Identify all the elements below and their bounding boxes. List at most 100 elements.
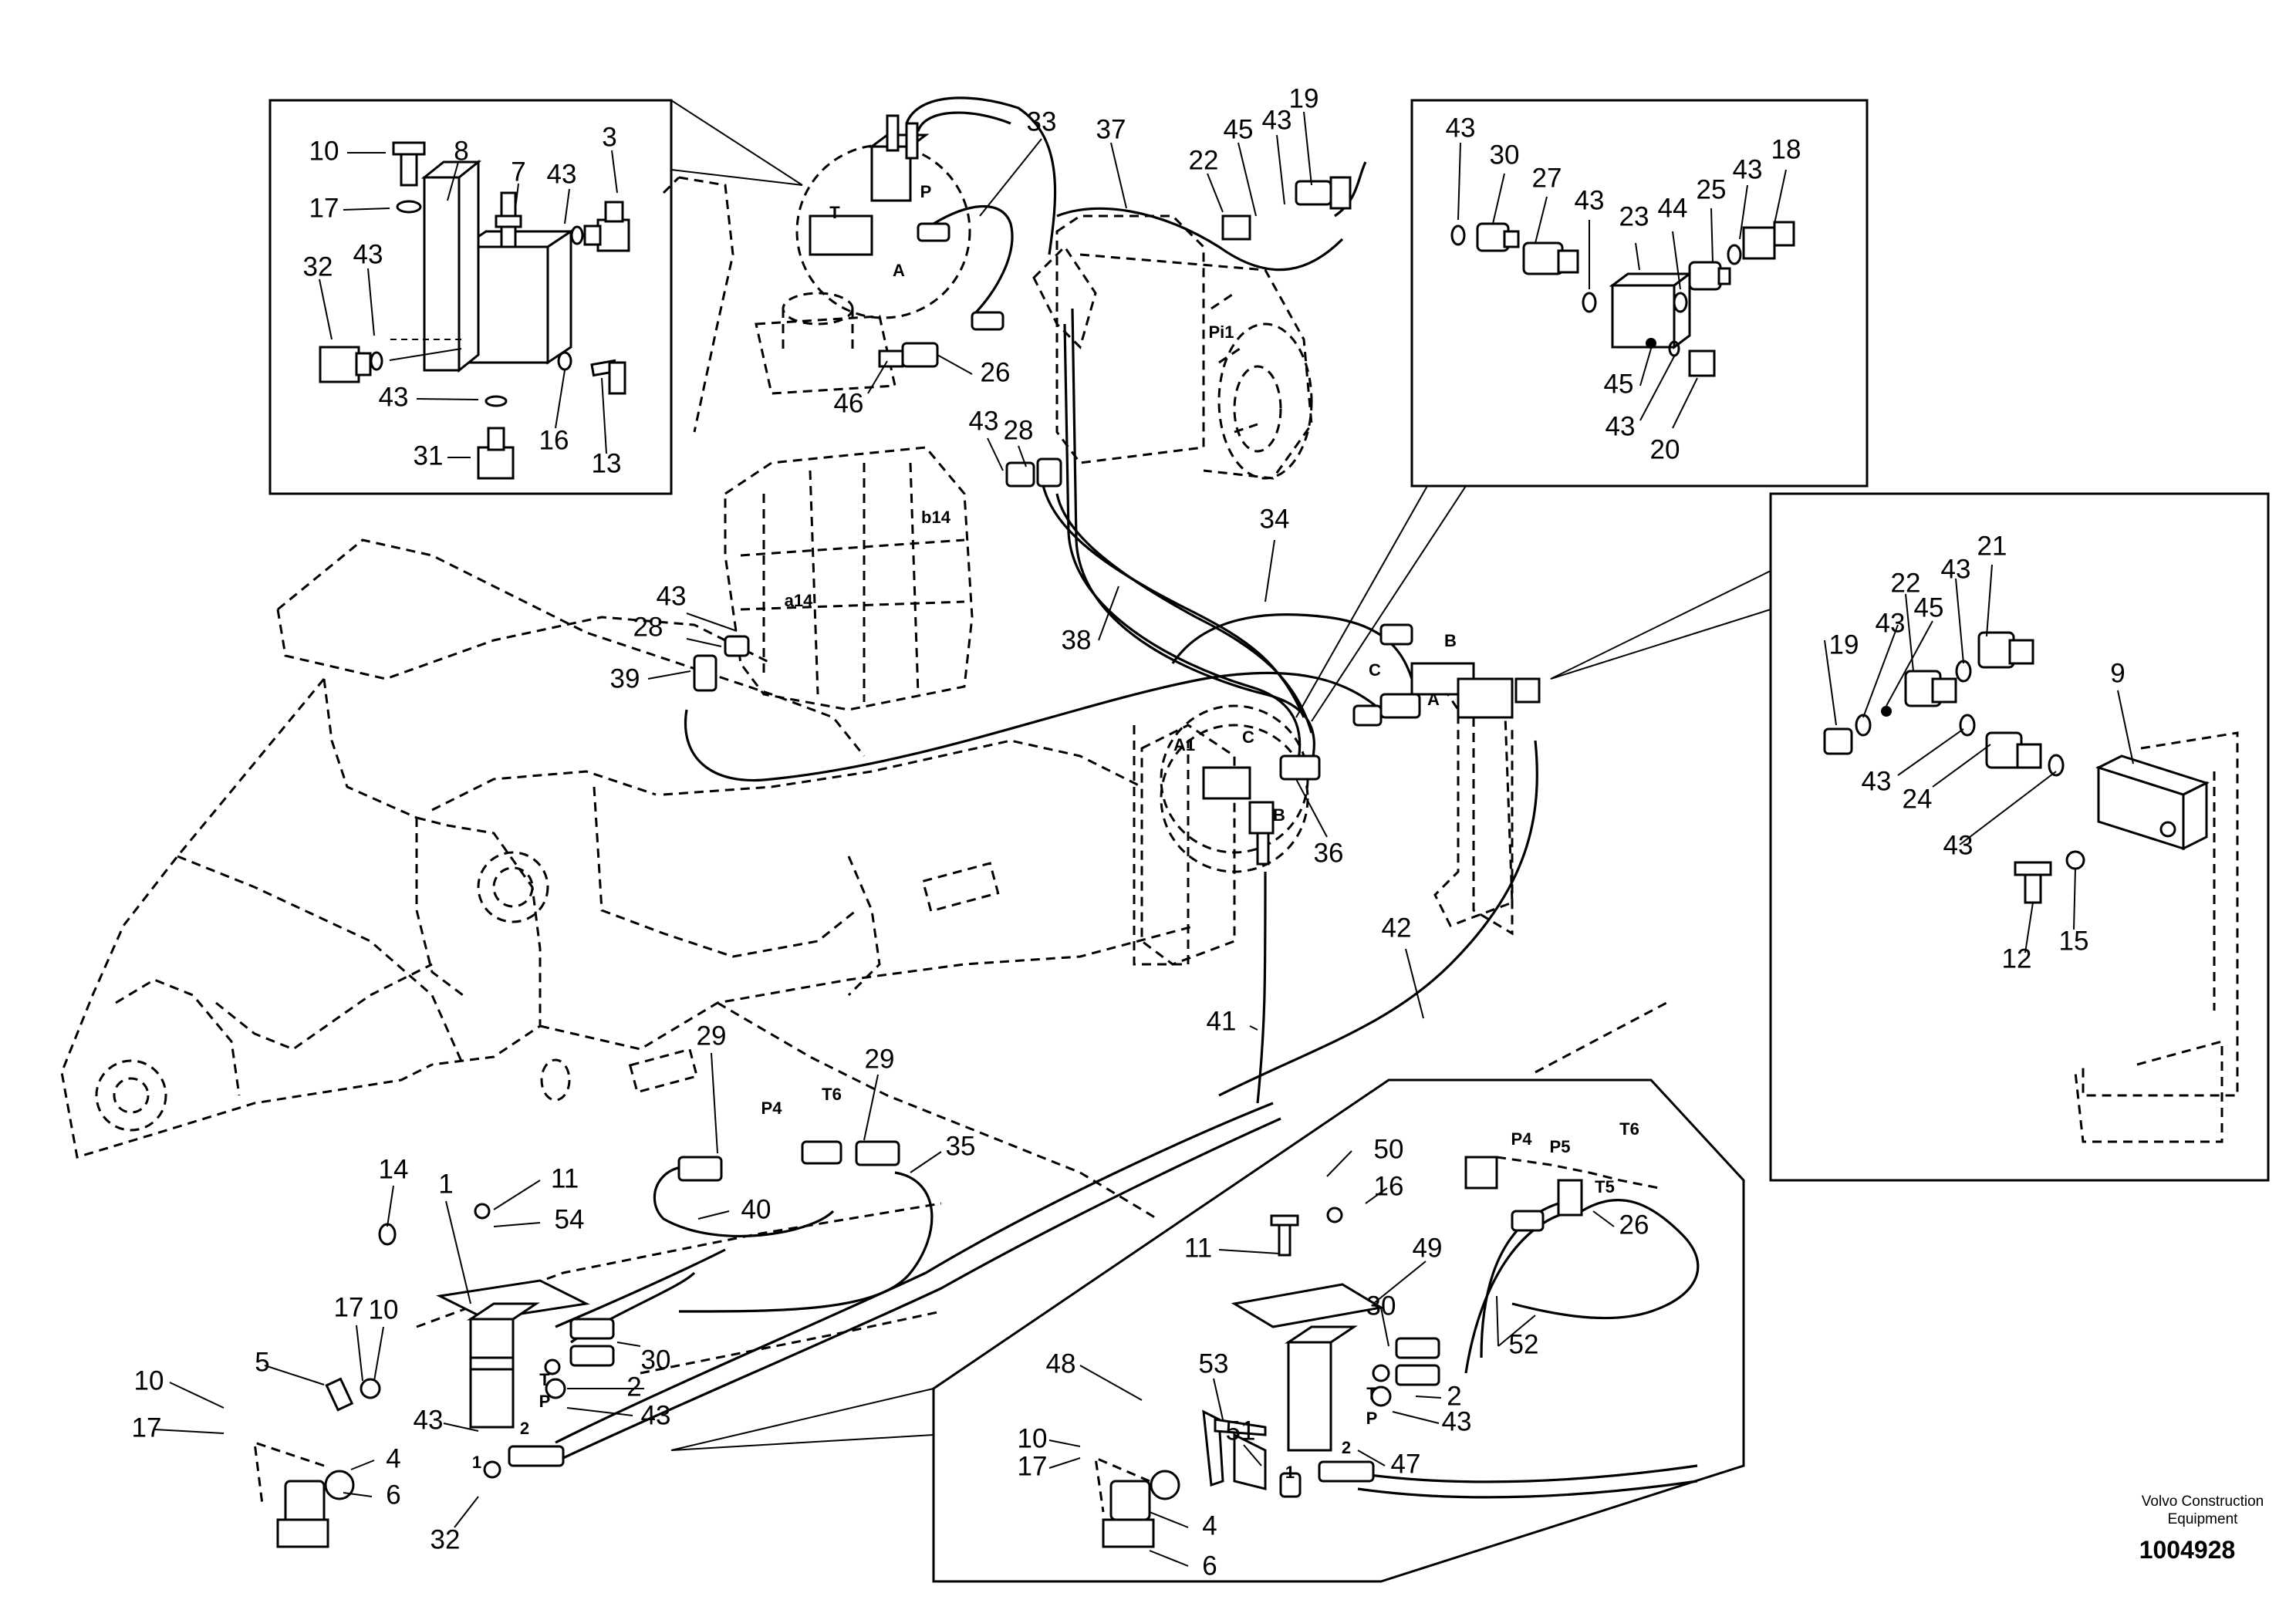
port-label: P5 <box>1550 1137 1571 1156</box>
detail-circle-mid <box>1160 724 1309 873</box>
port-label: B <box>1273 805 1285 825</box>
callout-label: 52 <box>1509 1329 1539 1359</box>
callout-label: 19 <box>1289 83 1319 113</box>
callout-label: 43 <box>1941 554 1971 584</box>
callout-label: 43 <box>414 1405 444 1435</box>
pedal-assembly-left <box>253 1203 615 1548</box>
callout-label: 17 <box>1018 1451 1048 1481</box>
callout-label: 20 <box>1650 434 1680 464</box>
callout-label: 25 <box>1697 174 1727 204</box>
port-label: T <box>539 1370 550 1389</box>
port-label: T5 <box>1595 1177 1615 1196</box>
port-label: b14 <box>921 508 951 527</box>
callout-label: 31 <box>414 440 444 471</box>
port-label: 2 <box>520 1419 529 1438</box>
callout-label: 28 <box>633 612 663 642</box>
callout-label: 39 <box>610 663 640 694</box>
port-label: T <box>829 203 840 222</box>
callout-label: 43 <box>547 159 577 189</box>
callout-label: 9 <box>2110 658 2125 688</box>
callout-label: 3 <box>602 122 616 152</box>
callout-label: 30 <box>1366 1291 1396 1321</box>
brand-line-1: Volvo Construction <box>2142 1493 2264 1510</box>
callout-label: 37 <box>1096 114 1126 144</box>
callout-label: 10 <box>134 1365 164 1396</box>
callout-label: 44 <box>1658 193 1688 223</box>
port-label: T6 <box>1619 1119 1639 1139</box>
callout-label: 43 <box>1876 608 1906 638</box>
callout-label: 10 <box>369 1294 399 1325</box>
callout-label: 43 <box>353 239 383 269</box>
port-label: T6 <box>822 1085 842 1104</box>
callout-label: 45 <box>1224 114 1254 144</box>
callout-label: 16 <box>539 425 569 455</box>
callout-label: 29 <box>865 1044 895 1074</box>
callout-label: 15 <box>2059 926 2089 956</box>
callout-label: 6 <box>1202 1551 1217 1581</box>
brand-line-2: Equipment <box>2168 1511 2239 1527</box>
callout-label: 50 <box>1374 1134 1404 1164</box>
selector-valve-bracket <box>1140 677 1514 966</box>
callout-label: 23 <box>1619 201 1649 231</box>
callout-label: 43 <box>657 581 687 611</box>
callout-labels: 10 8 7 43 3 17 32 43 43 16 13 31 33 37 2… <box>132 83 2125 1581</box>
callout-label: 51 <box>1226 1416 1256 1446</box>
port-labels: T P A Pi1 b14 a14 B C A A1 C B P4 T6 T P… <box>472 182 1639 1482</box>
callout-label: 16 <box>1374 1171 1404 1201</box>
port-label: 1 <box>472 1453 481 1472</box>
callout-label: 43 <box>1862 766 1892 796</box>
callout-label: 4 <box>1202 1510 1217 1541</box>
port-label: B <box>1444 631 1457 650</box>
port-label: A <box>893 261 905 280</box>
fittings-cluster <box>677 114 1541 1182</box>
branding-block: Volvo Construction Equipment 1004928 <box>2139 1493 2264 1564</box>
machine-frame-outline <box>60 176 1667 1375</box>
callout-label: 43 <box>641 1400 671 1430</box>
callout-label: 28 <box>1004 415 1034 445</box>
callout-label: 32 <box>303 251 333 282</box>
callout-label: 48 <box>1046 1348 1076 1379</box>
callout-label: 38 <box>1062 625 1092 655</box>
pilot-valve-assembly-detail <box>319 141 630 480</box>
port-label: P <box>920 182 932 201</box>
callout-label: 11 <box>1184 1233 1212 1263</box>
callout-label: 36 <box>1314 838 1344 868</box>
callout-label: 6 <box>386 1480 400 1510</box>
callout-label: 30 <box>641 1345 671 1375</box>
port-label: T <box>1366 1384 1377 1403</box>
callout-label: 45 <box>1604 369 1634 399</box>
adapter-assembly-detail <box>1450 221 1795 377</box>
callout-label: 35 <box>946 1131 976 1161</box>
callout-label: 46 <box>834 388 864 418</box>
callout-label: 47 <box>1391 1449 1421 1479</box>
port-label: 2 <box>1342 1438 1351 1457</box>
callout-label: 29 <box>697 1021 727 1051</box>
callout-label: 7 <box>511 157 525 187</box>
callout-label: 17 <box>309 193 339 223</box>
callout-label: 22 <box>1189 145 1219 175</box>
junction-block-detail <box>1823 631 2239 1143</box>
pedal-assembly-right <box>1094 1156 1660 1548</box>
callout-label: 32 <box>430 1524 461 1554</box>
callout-label: 10 <box>1018 1423 1048 1453</box>
callout-label: 49 <box>1413 1233 1443 1263</box>
callout-label: 33 <box>1027 106 1057 137</box>
detail-box-bottom <box>670 1078 1745 1583</box>
port-label: 1 <box>1285 1463 1295 1482</box>
port-label: A <box>1427 690 1440 709</box>
callout-label: 43 <box>1575 185 1605 215</box>
callout-label: 30 <box>1490 140 1520 170</box>
detail-box-top-right <box>1295 99 1869 722</box>
callout-label: 18 <box>1771 134 1801 164</box>
port-label: A1 <box>1173 735 1195 754</box>
callout-label: 34 <box>1260 504 1290 534</box>
port-label: P4 <box>1511 1129 1533 1149</box>
callout-label: 19 <box>1829 629 1859 660</box>
callout-label: 5 <box>255 1347 269 1377</box>
callout-label: 22 <box>1891 568 1921 598</box>
callout-label: 43 <box>1262 105 1292 135</box>
callout-label: 45 <box>1914 592 1944 623</box>
port-label: a14 <box>785 591 813 610</box>
callout-label: 27 <box>1532 163 1562 193</box>
